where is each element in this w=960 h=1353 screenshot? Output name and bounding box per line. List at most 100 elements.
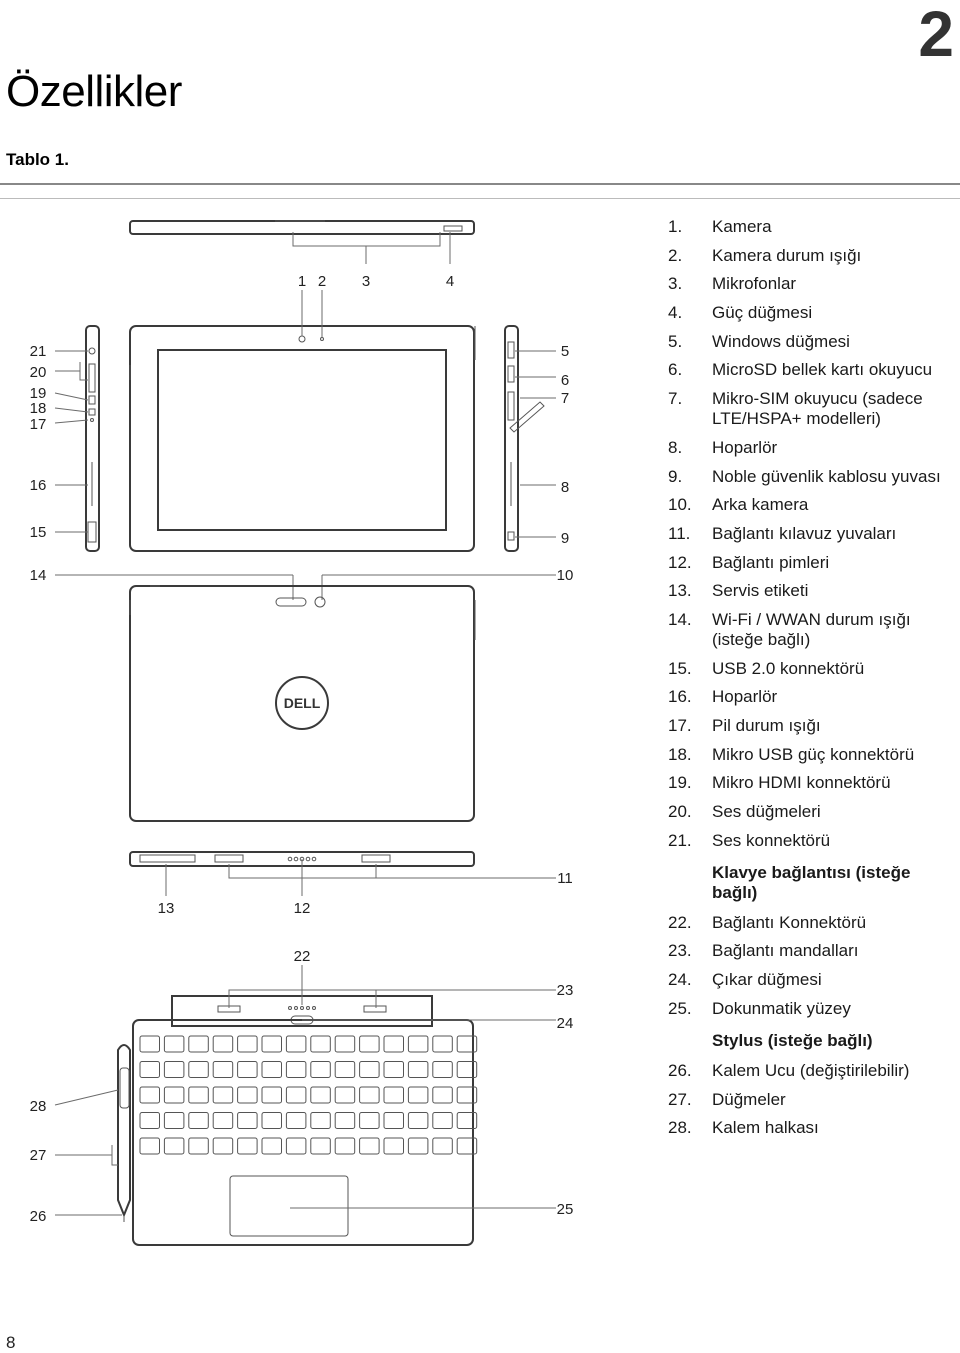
legend-label: Mikrofonlar bbox=[712, 274, 797, 294]
keyboard-key bbox=[188, 1112, 209, 1129]
callout-10: 10 bbox=[557, 567, 574, 584]
legend-item: 28.Kalem halkası bbox=[668, 1118, 958, 1138]
keyboard-key bbox=[334, 1086, 356, 1104]
keyboard-key bbox=[261, 1035, 282, 1053]
callout-4: 4 bbox=[446, 273, 454, 290]
legend-item: 7.Mikro-SIM okuyucu (sadece LTE/HSPA+ mo… bbox=[668, 389, 958, 429]
keyboard-key bbox=[188, 1061, 209, 1078]
legend-number: 12. bbox=[668, 552, 692, 572]
legend-label: Noble güvenlik kablosu yuvası bbox=[712, 466, 941, 486]
legend-label: Mikro USB güç konnektörü bbox=[712, 744, 915, 764]
keyboard-key bbox=[456, 1061, 478, 1078]
keyboard-key bbox=[359, 1137, 380, 1155]
keyboard-key bbox=[261, 1086, 282, 1104]
callout-5: 5 bbox=[561, 343, 569, 360]
keyboard-key bbox=[285, 1086, 307, 1104]
keyboard-key bbox=[163, 1086, 185, 1104]
keyboard-key bbox=[188, 1137, 209, 1155]
keyboard-key bbox=[407, 1035, 429, 1053]
keyboard-key bbox=[285, 1137, 307, 1155]
keyboard-keys bbox=[139, 1035, 478, 1155]
divider bbox=[0, 198, 960, 199]
legend-item: 20. Ses düğmeleri bbox=[668, 802, 958, 822]
legend-label: Kalem Ucu (değiştirilebilir) bbox=[712, 1060, 910, 1080]
legend-item: 27.Düğmeler bbox=[668, 1090, 958, 1110]
legend-label: Kamera durum ışığı bbox=[712, 245, 862, 265]
keyboard-key bbox=[163, 1035, 185, 1053]
device-diagram: DELL bbox=[30, 220, 574, 1246]
keyboard-key bbox=[237, 1061, 258, 1078]
legend-item: 11.Bağlantı kılavuz yuvaları bbox=[668, 524, 958, 544]
keyboard-key bbox=[456, 1137, 478, 1155]
callout-16: 16 bbox=[30, 477, 47, 494]
legend-subheading: Stylus (isteğe bağlı) bbox=[712, 1030, 873, 1050]
legend-number: 9. bbox=[668, 466, 683, 486]
callout-lines-front bbox=[301, 290, 323, 337]
legend-item: 17.Pil durum ışığı bbox=[668, 716, 958, 736]
legend-label: Windows düğmesi bbox=[712, 331, 850, 351]
legend-item: 10.Arka kamera bbox=[668, 495, 958, 515]
keyboard-key bbox=[212, 1035, 234, 1053]
callout-lines-top bbox=[292, 232, 451, 264]
legend-label: Ses düğmeleri bbox=[712, 802, 821, 822]
legend-label: Mikro HDMI konnektörü bbox=[712, 773, 891, 793]
keyboard-key bbox=[139, 1112, 160, 1129]
keyboard-key bbox=[383, 1137, 404, 1155]
callout-lines-left bbox=[54, 350, 294, 600]
legend-number: 22. bbox=[668, 912, 692, 932]
legend-number: 5. bbox=[668, 331, 683, 351]
keyboard-key bbox=[407, 1137, 429, 1155]
keyboard-key bbox=[163, 1137, 185, 1155]
keyboard-key bbox=[212, 1086, 234, 1104]
legend-label: Mikro-SIM okuyucu (sadece LTE/HSPA+ mode… bbox=[712, 389, 923, 429]
legend-group: Klavye bağlantısı (isteğe bağlı) 22.Bağl… bbox=[668, 863, 958, 1019]
page-title: Özellikler bbox=[6, 67, 182, 116]
keyboard-key bbox=[285, 1035, 307, 1053]
keyboard-key bbox=[383, 1035, 404, 1053]
legend-number: 6. bbox=[668, 360, 683, 380]
legend-item: 24.Çıkar düğmesi bbox=[668, 970, 958, 990]
legend-number: 16. bbox=[668, 687, 692, 707]
legend-label: Güç düğmesi bbox=[712, 303, 813, 323]
keyboard-key bbox=[383, 1086, 404, 1104]
keyboard-key bbox=[310, 1086, 331, 1104]
legend-number: 2. bbox=[668, 245, 683, 265]
callout-15: 15 bbox=[30, 524, 47, 541]
table-caption: Tablo 1. bbox=[6, 150, 69, 169]
legend-label: Wi-Fi / WWAN durum ışığı (isteğe bağlı) bbox=[712, 609, 911, 649]
keyboard-key bbox=[432, 1137, 453, 1155]
callout-6: 6 bbox=[561, 372, 569, 389]
keyboard-key bbox=[163, 1061, 185, 1078]
legend-item: 18. Mikro USB güç konnektörü bbox=[668, 745, 958, 765]
callout-2: 2 bbox=[318, 273, 326, 290]
keyboard-key bbox=[334, 1061, 356, 1078]
keyboard-key bbox=[359, 1112, 380, 1129]
keyboard-key bbox=[139, 1061, 160, 1078]
legend-item: 1.Kamera bbox=[668, 217, 958, 237]
legend-number: 27. bbox=[668, 1089, 692, 1109]
tablet-front-view bbox=[129, 325, 476, 552]
keyboard-key bbox=[310, 1061, 331, 1078]
callout-9: 9 bbox=[561, 530, 569, 547]
legend-item: 23.Bağlantı mandalları bbox=[668, 941, 958, 961]
callout-25: 25 bbox=[557, 1201, 574, 1218]
keyboard-key bbox=[261, 1112, 282, 1129]
keyboard-key bbox=[212, 1112, 234, 1129]
legend-number: 8. bbox=[668, 437, 683, 457]
callout-1: 1 bbox=[298, 273, 306, 290]
keyboard-key bbox=[188, 1035, 209, 1053]
dell-logo-text: DELL bbox=[284, 695, 321, 711]
legend-number: 18. bbox=[668, 744, 692, 764]
keyboard-key bbox=[456, 1035, 478, 1053]
legend-label: Hoparlör bbox=[712, 687, 778, 707]
legend-number: 20. bbox=[668, 802, 692, 822]
legend-label: Kamera bbox=[712, 217, 772, 236]
legend-item: 26.Kalem Ucu (değiştirilebilir) bbox=[668, 1061, 958, 1081]
keyboard-key bbox=[432, 1035, 453, 1053]
keyboard-key bbox=[359, 1035, 380, 1053]
legend-number: 14. bbox=[668, 609, 692, 629]
keyboard-key bbox=[237, 1137, 258, 1155]
legend-item: 3.Mikrofonlar bbox=[668, 274, 958, 294]
legend-item: 19.Mikro HDMI konnektörü bbox=[668, 773, 958, 793]
callout-20: 20 bbox=[30, 364, 47, 381]
